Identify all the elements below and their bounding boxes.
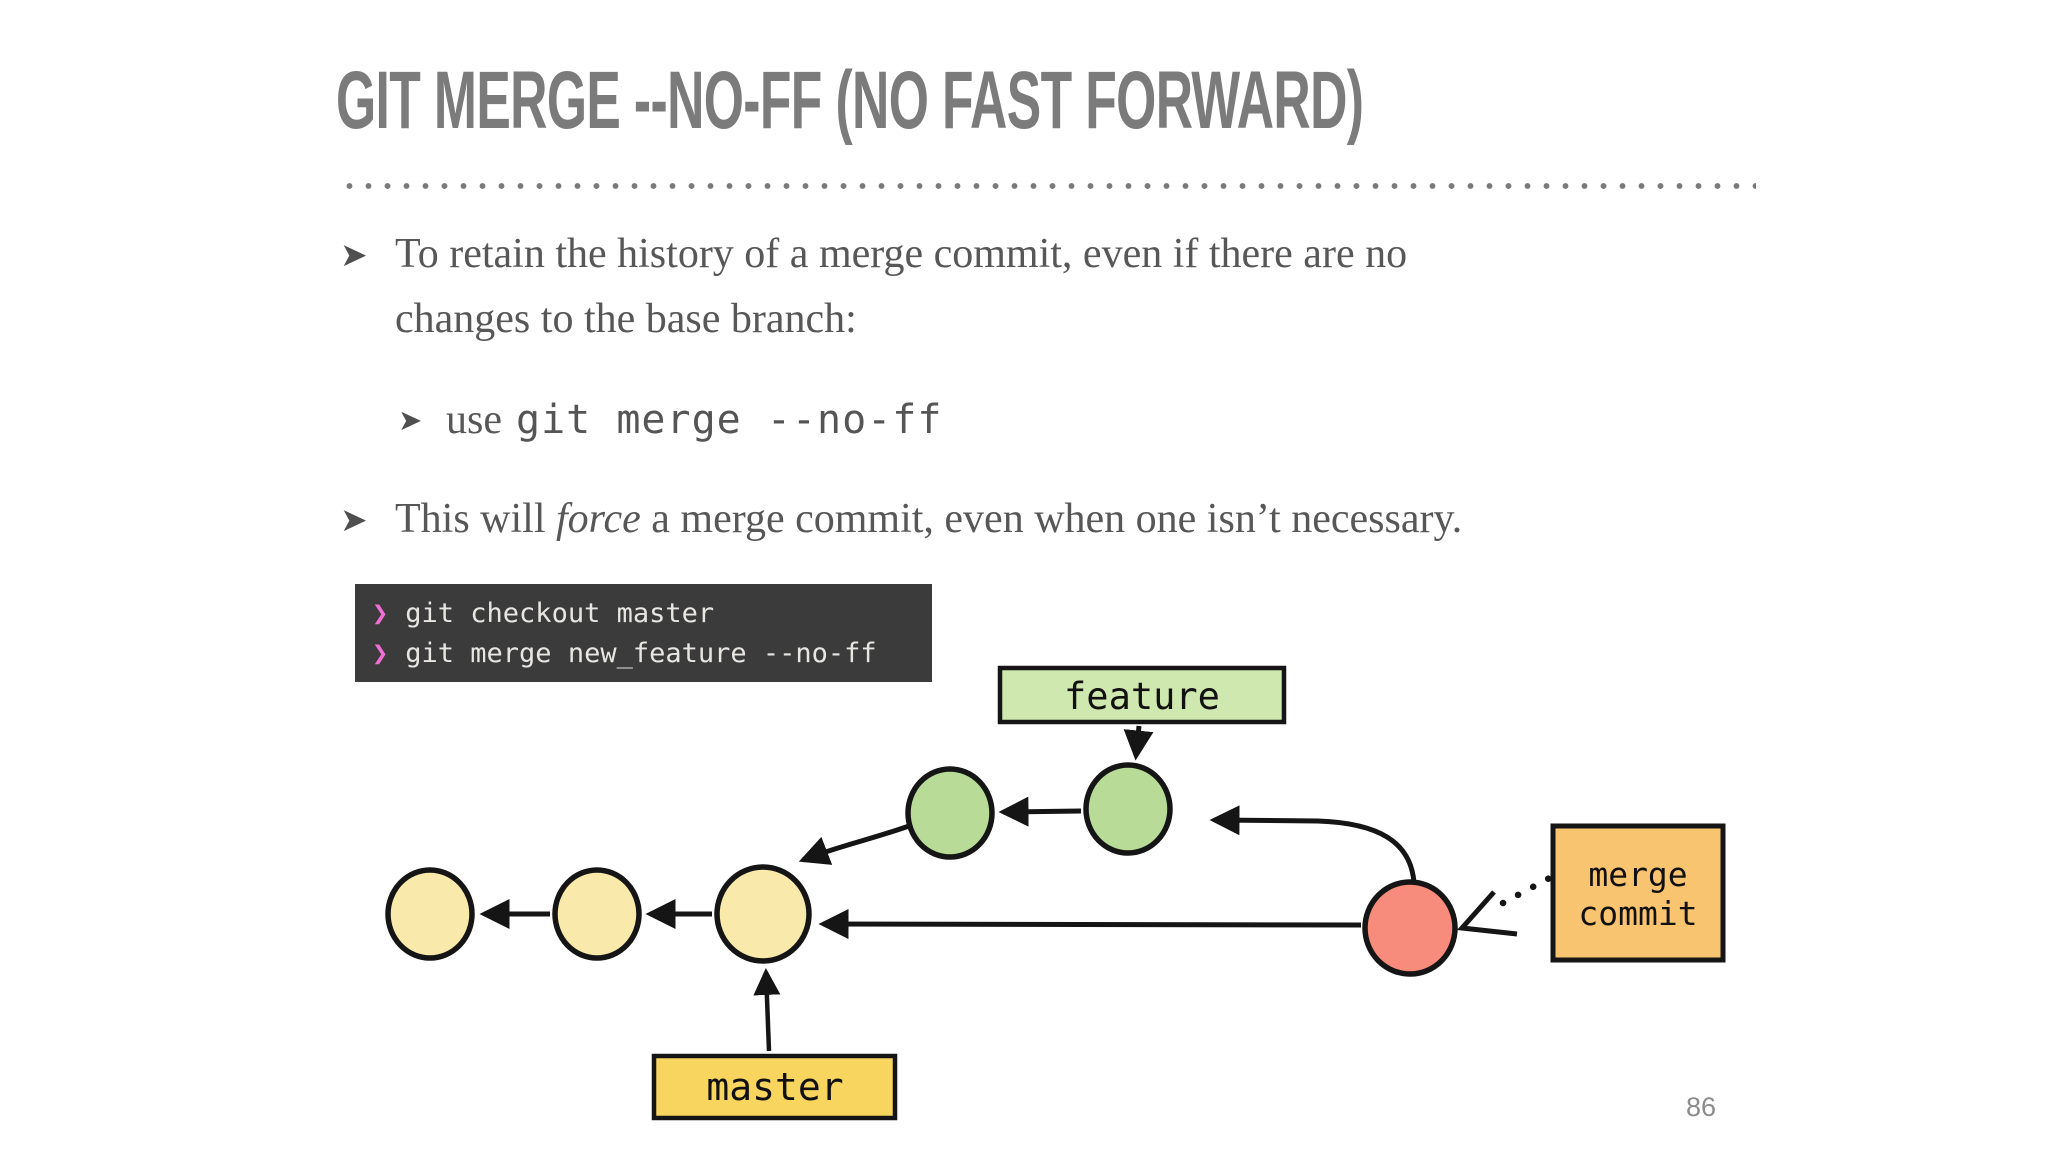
prompt-icon: ❯ — [372, 598, 389, 629]
arrow-feature-to-commit — [1123, 725, 1154, 761]
bullet-retain-history-text: To retain the history of a merge commit,… — [395, 231, 1408, 342]
merge-commit-label-box — [1550, 823, 1726, 963]
terminal-line-checkout: ❯git checkout master — [372, 598, 715, 629]
merge-commit-label-line2: commit — [1578, 894, 1697, 933]
bullet-arrow-icon: ➤ — [398, 403, 423, 437]
dotted-pointer-arrowhead — [1456, 890, 1518, 937]
bullet-force-merge-text: This will force a merge commit, even whe… — [395, 496, 1463, 542]
bullet-use-label: use — [446, 397, 502, 443]
merge-commit-label-line1: merge — [1588, 855, 1687, 894]
commit-node-feature-2 — [1083, 762, 1173, 856]
master-branch-label-box — [651, 1053, 898, 1121]
dotted-pointer-line — [1499, 870, 1561, 907]
commit-node-merge — [1362, 879, 1458, 977]
bullet-retain-history: ➤ To retain the history of a merge commi… — [340, 222, 1800, 352]
feature-branch-label: feature — [1064, 675, 1220, 718]
commit-node-feature-1 — [905, 766, 995, 860]
terminal-line-merge: ❯git merge new_feature --no-ff — [372, 638, 877, 669]
arrow-merge-to-master-tip — [818, 909, 1362, 940]
bullet-arrow-icon: ➤ — [340, 235, 368, 274]
bullet-force-merge-commit: ➤ This will force a merge commit, even w… — [340, 487, 1900, 552]
page-number: 86 — [1686, 1092, 1717, 1122]
terminal-code-block: ❯git checkout master ❯git merge new_feat… — [355, 584, 932, 682]
prompt-icon: ❯ — [372, 638, 389, 669]
bullet-use-no-ff: ➤ use git merge --no-ff — [398, 388, 942, 453]
arrow-green2-to-green1 — [998, 796, 1082, 827]
feature-branch-label-box — [997, 665, 1287, 725]
title-divider — [340, 182, 1756, 190]
arrow-master-to-commit — [753, 967, 781, 1052]
commit-node-master-2 — [552, 867, 642, 961]
emphasis-force: force — [556, 496, 641, 542]
commit-node-master-1 — [385, 867, 475, 961]
inline-code-git-merge-no-ff: git merge --no-ff — [516, 397, 943, 443]
slide-title: GIT MERGE --NO-FF (NO FAST FORWARD) — [336, 55, 1364, 146]
arrow-merge-to-green2 — [1209, 805, 1417, 884]
master-branch-label: master — [706, 1065, 843, 1109]
bullet-arrow-icon: ➤ — [340, 500, 368, 539]
commit-node-master-tip — [714, 864, 812, 964]
arrow-green1-to-master-tip — [798, 823, 910, 865]
